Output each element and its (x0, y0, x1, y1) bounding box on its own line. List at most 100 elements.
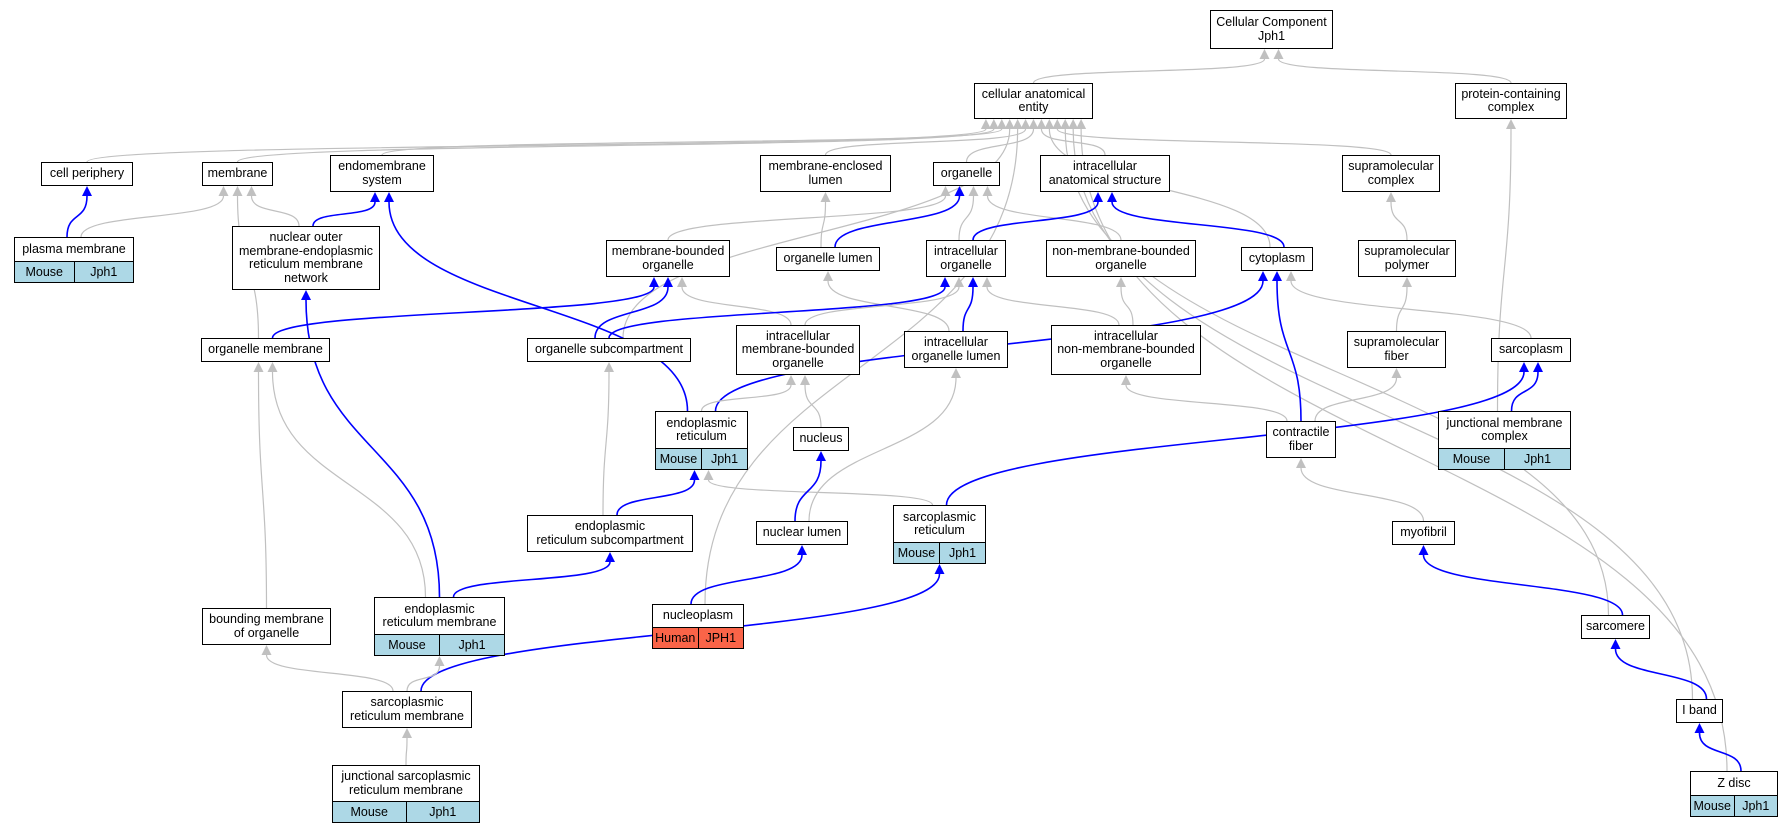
edge-jmc-to-pcc (1496, 128, 1512, 412)
gene-cell: Jph1 (939, 543, 985, 563)
node-sarcomere[interactable]: sarcomere (1581, 615, 1650, 639)
node-nuclear-lumen[interactable]: nuclear lumen (756, 521, 848, 545)
arrowhead (996, 119, 1007, 129)
node-i-band[interactable]: I band (1676, 699, 1723, 723)
arrowhead (980, 119, 991, 129)
arrowhead (370, 192, 380, 202)
arrowhead (301, 290, 311, 300)
arrowhead (703, 470, 714, 480)
arrowhead (968, 277, 978, 287)
edge-sr-to-er (707, 479, 934, 506)
node-cell-periphery[interactable]: cell periphery (41, 162, 133, 186)
edge-io-to-ias (972, 201, 1099, 241)
arrowhead (1093, 192, 1103, 202)
species-cell: Mouse (375, 635, 439, 655)
edge-osc-to-io (608, 286, 946, 339)
edge-srm-to-bmo (265, 654, 394, 692)
arrowhead (1068, 119, 1079, 129)
node-label: sarcomere (1585, 619, 1646, 634)
node-label: organelle (940, 166, 993, 181)
node-organelle-subcompartment[interactable]: organelle subcompartment (527, 338, 691, 362)
node-label: Z disc (1717, 775, 1751, 790)
arrowhead (786, 375, 796, 385)
node-sarcoplasm[interactable]: sarcoplasm (1491, 338, 1571, 362)
node-organelle-lumen[interactable]: organelle lumen (776, 247, 880, 271)
species-cell: Mouse (1439, 449, 1504, 469)
edge-orgl-to-org (834, 195, 961, 248)
arrowhead (253, 362, 264, 372)
node-label: myofibril (1400, 525, 1447, 540)
node-label: I band (1682, 703, 1717, 718)
node-organelle-membrane[interactable]: organelle membrane (201, 338, 330, 362)
edge-pm-to-mem (80, 195, 225, 238)
node-membrane[interactable]: membrane (202, 162, 273, 186)
arrowhead (218, 186, 229, 196)
edge-er-to-imbo (700, 384, 792, 412)
node-label: plasma membrane (22, 241, 126, 256)
arrowhead (1296, 458, 1306, 468)
arrowhead (1272, 271, 1282, 281)
edge-cae-to-cc (1032, 58, 1266, 84)
edge-pcc-to-cc (1277, 58, 1512, 84)
edge-zdisc-to-cae (1080, 128, 1728, 772)
arrowhead (954, 186, 965, 196)
edge-nomer-to-mem (250, 195, 300, 227)
node-nucleus[interactable]: nucleus (793, 427, 849, 451)
edge-smf-to-smp (1395, 286, 1408, 332)
edge-orgl-to-mel (820, 201, 827, 248)
edge-ersc-to-er (616, 479, 696, 516)
edge-erm-to-om (271, 371, 427, 598)
node-label: organelle membrane (208, 342, 323, 357)
arrowhead (823, 271, 833, 281)
arrowhead (663, 277, 673, 287)
arrowhead (384, 192, 394, 202)
gene-cell: Jph1 (1733, 796, 1777, 816)
arrowhead (1694, 723, 1705, 733)
arrowhead (232, 186, 243, 196)
node-myofibril[interactable]: myofibril (1392, 521, 1455, 545)
arrowhead (1273, 49, 1284, 59)
arrowhead (1286, 271, 1296, 281)
node-cytoplasm[interactable]: cytoplasm (1241, 247, 1313, 271)
edge-sarcopl-to-cyto (1290, 280, 1532, 339)
node-organelle[interactable]: organelle (933, 162, 1000, 186)
